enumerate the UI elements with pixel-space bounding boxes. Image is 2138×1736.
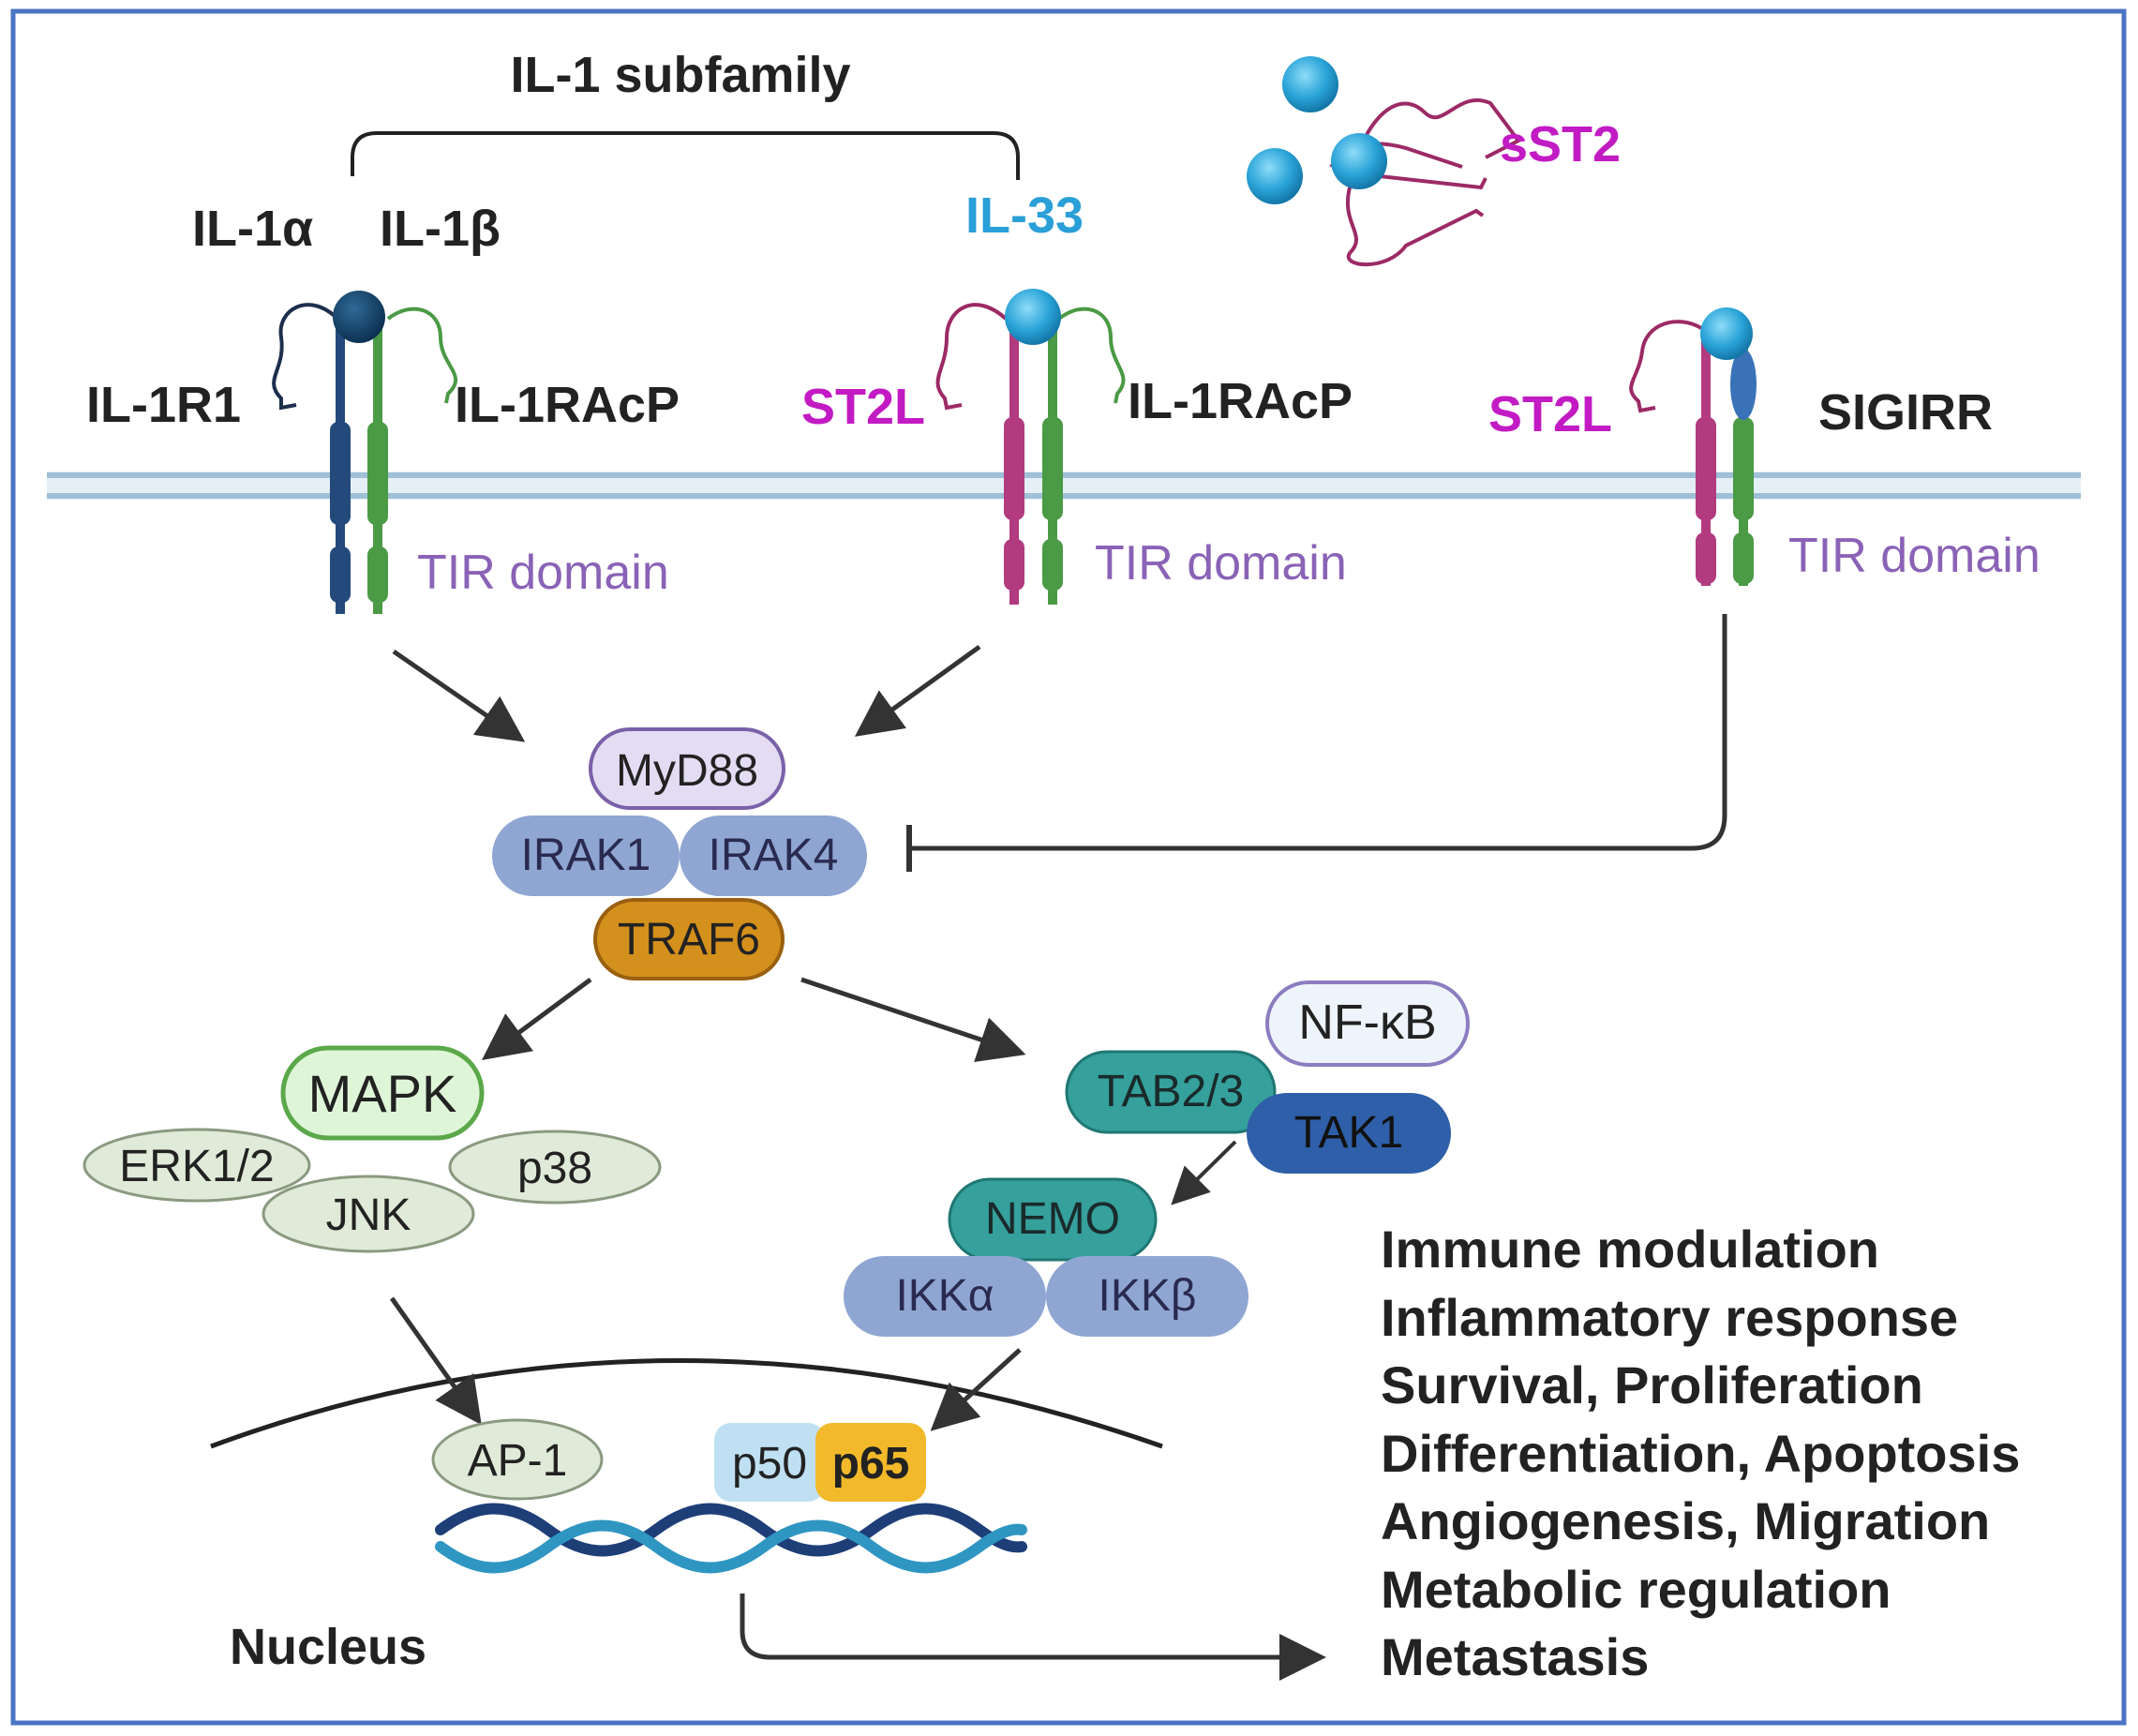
myd88-complex: MyD88 IRAK1 IRAK4 TRAF6 [492, 727, 867, 980]
irak4-node [680, 816, 867, 896]
sst2-cluster [1247, 56, 1522, 267]
free-il33-ball [1282, 56, 1338, 112]
il1r1-il1racp-complex [272, 291, 457, 614]
outcome-item: Metastasis [1381, 1627, 1649, 1686]
sigirr-ectodomain [1730, 349, 1757, 420]
p50-node [714, 1423, 825, 1502]
p38-label: p38 [517, 1144, 592, 1193]
arrow-tak1-to-nemo [1171, 1140, 1237, 1205]
arrow-mapk-to-ap1 [389, 1296, 482, 1426]
ikka-node [844, 1256, 1046, 1337]
traf6-node [593, 898, 785, 980]
st2l-label-1: ST2L [801, 379, 925, 435]
erk12-label: ERK1/2 [119, 1142, 274, 1191]
il1a-label: IL-1α [192, 201, 313, 257]
st2l-sigirr-complex [1629, 307, 1757, 586]
ikkb-node [1046, 1256, 1248, 1337]
sigirr-inhibition-line [909, 614, 1727, 851]
tir-domain-label-3: TIR domain [1788, 529, 2041, 583]
il1racp-label-1: IL-1RAcP [455, 377, 680, 433]
outcome-item: Survival, Proliferation [1381, 1355, 1923, 1414]
il33-ligand-ball [1700, 307, 1753, 360]
il1racp-label-2: IL-1RAcP [1128, 373, 1353, 429]
arrow-traf6-to-mapk [481, 977, 592, 1060]
irak1-node [492, 816, 680, 896]
myd88-node [589, 727, 785, 810]
il33-label: IL-33 [965, 187, 1084, 244]
ikka-label: IKKα [895, 1271, 994, 1321]
subfamily-bracket [351, 131, 1020, 180]
mapk-label: MAPK [308, 1064, 457, 1123]
nemo-label: NEMO [985, 1194, 1120, 1244]
bound-il33-ball [1331, 133, 1387, 189]
jnk-node [262, 1175, 475, 1253]
nuclear-envelope [210, 1358, 1163, 1449]
nucleus-label: Nucleus [230, 1619, 426, 1675]
outcome-item: Differentiation, Apoptosis [1381, 1424, 2020, 1483]
p65-node [815, 1423, 926, 1502]
nemo-node [948, 1177, 1158, 1262]
erk12-node [82, 1128, 311, 1203]
outcome-item: Metabolic regulation [1381, 1560, 1891, 1619]
mapk-node [280, 1045, 485, 1141]
outcome-item: Inflammatory response [1381, 1288, 1958, 1347]
il1r1-label: IL-1R1 [86, 377, 241, 433]
tab23-label: TAB2/3 [1098, 1067, 1245, 1116]
nfkb-node [1265, 980, 1470, 1067]
ap1-node [431, 1418, 604, 1501]
outcome-item: Immune modulation [1381, 1220, 1879, 1279]
ap1-label: AP-1 [468, 1436, 568, 1486]
p65-label: p65 [832, 1439, 910, 1489]
tir-domain-label-2: TIR domain [1095, 536, 1347, 591]
sst2-label: sST2 [1500, 116, 1621, 172]
arrow-traf6-to-tab [800, 977, 1026, 1063]
nfkb-label: NF-κB [1298, 995, 1436, 1050]
cell-membrane [47, 471, 2081, 500]
st2l-label-2: ST2L [1488, 386, 1612, 442]
arrow-ikk-to-p65 [930, 1348, 1022, 1431]
arrow-st2l-to-myd88 [854, 644, 981, 737]
arrow-to-outcomes [740, 1594, 1326, 1681]
myd88-label: MyD88 [616, 746, 758, 796]
tir-domain-label-1: TIR domain [417, 546, 669, 600]
p50-label: p50 [732, 1439, 807, 1489]
irak4-label: IRAK4 [709, 831, 839, 880]
traf6-label: TRAF6 [618, 915, 760, 965]
dna-helix [435, 1503, 1027, 1574]
nfkb-cluster: NF-κB TAB2/3 TAK1 NEMO IKKα IKKβ [844, 980, 1470, 1337]
subfamily-title: IL-1 subfamily [510, 47, 850, 103]
free-il33-ball [1247, 148, 1303, 204]
jnk-label: JNK [326, 1190, 411, 1240]
st2l-il1racp-complex [935, 289, 1126, 605]
mapk-cluster: MAPK ERK1/2 p38 JNK [82, 1045, 662, 1253]
il33-ligand-ball [1005, 289, 1061, 345]
outcomes-list: Immune modulation Inflammatory response … [1381, 1220, 2020, 1686]
ikkb-label: IKKβ [1099, 1271, 1197, 1321]
tak1-label: TAK1 [1294, 1108, 1403, 1158]
irak1-label: IRAK1 [521, 831, 651, 880]
p38-node [448, 1130, 662, 1205]
il1-ligand-ball [333, 291, 385, 343]
tab23-node [1065, 1050, 1277, 1134]
arrow-il1r-to-myd88 [392, 649, 526, 742]
sigirr-label: SIGIRR [1818, 384, 1993, 441]
il1b-label: IL-1β [380, 201, 501, 257]
outcome-item: Angiogenesis, Migration [1381, 1491, 1990, 1550]
tak1-node [1247, 1093, 1451, 1174]
